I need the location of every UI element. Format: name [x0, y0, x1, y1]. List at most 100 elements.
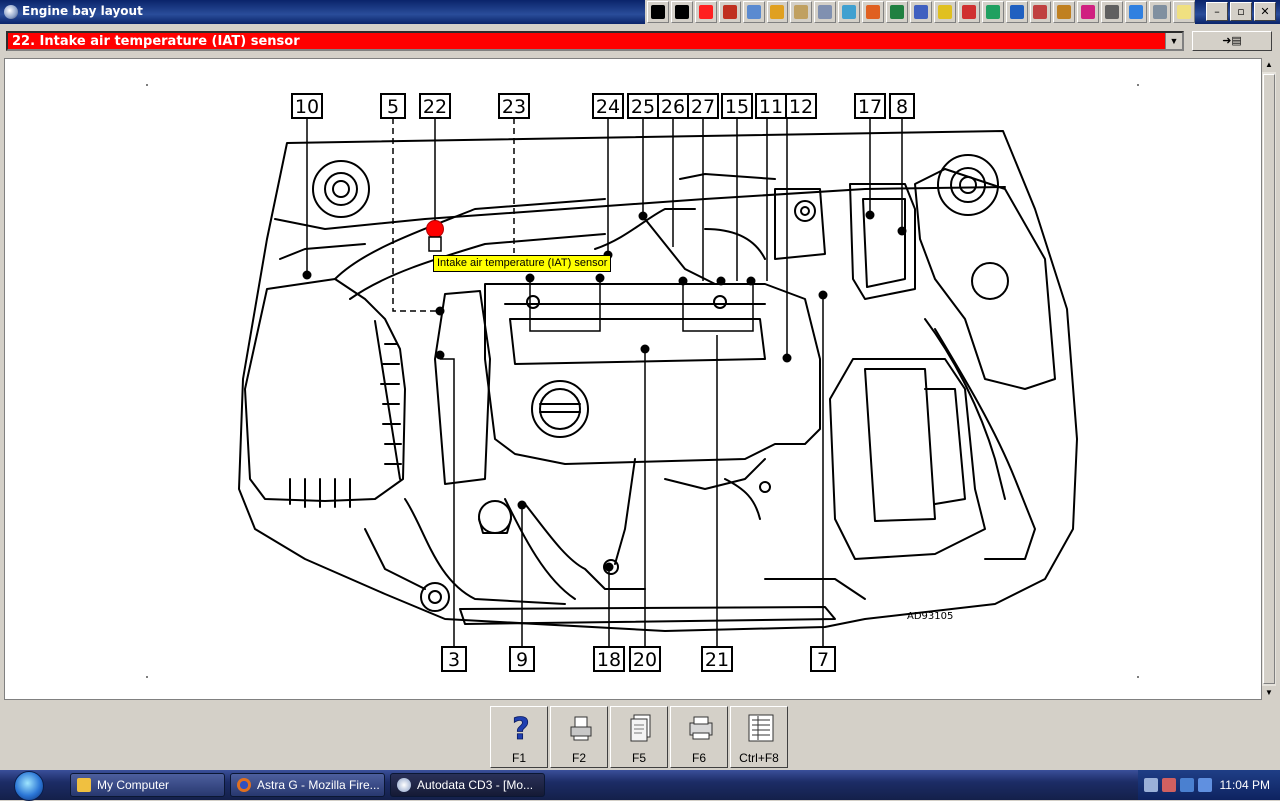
- notes-button[interactable]: [1172, 1, 1195, 23]
- update-icon[interactable]: [1198, 778, 1212, 792]
- wiring-button[interactable]: [862, 1, 885, 23]
- task-my-computer[interactable]: My Computer: [70, 773, 225, 797]
- callout-18: 18: [593, 646, 625, 672]
- timing-button[interactable]: [814, 1, 837, 23]
- timing-icon: [818, 5, 833, 19]
- task-label: Autodata CD3 - [Mo...: [417, 778, 534, 792]
- callout-24: 24: [592, 93, 624, 119]
- aircon-button[interactable]: [981, 1, 1004, 23]
- fuel-button[interactable]: [1005, 1, 1028, 23]
- scroll-down-icon[interactable]: ▼: [1262, 686, 1276, 700]
- vertical-scrollbar[interactable]: ▲ ▼: [1262, 58, 1276, 700]
- task-autodata[interactable]: Autodata CD3 - [Mo...: [390, 773, 545, 797]
- fuel-icon: [1009, 5, 1024, 19]
- copy-button[interactable]: F5: [610, 706, 668, 768]
- callout-11: 11: [755, 93, 787, 119]
- svg-text:9: 9: [516, 649, 528, 671]
- engine-bay-outline: [238, 130, 1078, 632]
- oil-filler-cap: [531, 380, 589, 438]
- callout-labels-bottom: 3 9 18 20 21 7: [441, 646, 836, 672]
- car-button[interactable]: [1149, 1, 1171, 23]
- left-strut-top: [312, 160, 370, 218]
- security-icon[interactable]: [1180, 778, 1194, 792]
- callout-12: 12: [785, 93, 817, 119]
- hover-tooltip: Intake air temperature (IAT) sensor: [433, 255, 612, 272]
- airbag-button[interactable]: [1077, 1, 1100, 23]
- fuse-button[interactable]: [1053, 1, 1076, 23]
- svg-text:3: 3: [448, 649, 460, 671]
- component-select-value: 22. Intake air temperature (IAT) sensor: [12, 34, 300, 49]
- key-icon: [1033, 5, 1048, 19]
- help-button[interactable]: ? F1: [490, 706, 548, 768]
- diagnostics-button[interactable]: [886, 1, 908, 23]
- printer-icon: [689, 716, 713, 740]
- gear-icon: [770, 5, 785, 19]
- repair-button[interactable]: [909, 1, 932, 23]
- scroll-up-icon[interactable]: ▲: [1262, 58, 1276, 72]
- car-icon: [1152, 5, 1167, 19]
- callout-23: 23: [498, 93, 530, 119]
- print-preview-button[interactable]: F2: [550, 706, 608, 768]
- printer-key-label: F6: [691, 751, 706, 765]
- wiring-icon: [866, 5, 881, 19]
- window-controls: – ▫ ✕: [1206, 2, 1276, 21]
- gear-button[interactable]: [766, 1, 789, 23]
- minimize-button[interactable]: –: [1206, 2, 1228, 21]
- list-button[interactable]: Ctrl+F8: [730, 706, 788, 768]
- tools-button[interactable]: [790, 1, 813, 23]
- flag-icon: [722, 5, 737, 19]
- airbag-icon: [1081, 5, 1096, 19]
- network-icon[interactable]: [1162, 778, 1176, 792]
- print-icon: [570, 716, 592, 741]
- right-strut-top: [937, 154, 999, 216]
- export-button[interactable]: ➜▤: [1192, 31, 1272, 51]
- callout-21: 21: [701, 646, 733, 672]
- warning-button[interactable]: [694, 1, 717, 23]
- svg-text:10: 10: [295, 96, 319, 118]
- scroll-thumb[interactable]: [1263, 74, 1275, 684]
- callout-7: 7: [810, 646, 836, 672]
- alert-button[interactable]: [1125, 1, 1148, 23]
- svg-text:24: 24: [596, 96, 620, 118]
- start-button[interactable]: [4, 770, 60, 801]
- brake-fluid-reservoir: [774, 188, 826, 260]
- callout-25: 25: [627, 93, 659, 119]
- svg-text:22: 22: [423, 96, 447, 118]
- key-button[interactable]: [1029, 1, 1052, 23]
- callout-15: 15: [721, 93, 753, 119]
- function-key-bar: ? F1 F2 F5 F6 Ctrl+F8: [490, 706, 788, 768]
- speaker-icon[interactable]: [1144, 778, 1158, 792]
- tyre-button[interactable]: [1101, 1, 1124, 23]
- diagram-panel: 10 5 22 23 24 25 26 27 15 11 12 17 8 3 9…: [4, 58, 1262, 700]
- printer-button[interactable]: F6: [670, 706, 728, 768]
- svg-text:5: 5: [387, 96, 399, 118]
- svg-text:26: 26: [661, 96, 685, 118]
- alert-icon: [1129, 5, 1144, 19]
- help-key-label: F1: [511, 751, 526, 765]
- engine-icon: [746, 5, 761, 19]
- folder-icon: [77, 778, 91, 792]
- svg-text:20: 20: [633, 649, 657, 671]
- chevron-down-icon[interactable]: ▼: [1165, 33, 1182, 49]
- toolbar: [645, 0, 1195, 24]
- warning-icon: [698, 5, 713, 19]
- iat-sensor-highlight: [426, 220, 444, 238]
- first-page-button[interactable]: [647, 1, 669, 23]
- brakes-icon: [961, 5, 976, 19]
- flag-button[interactable]: [718, 1, 741, 23]
- maximize-button[interactable]: ▫: [1230, 2, 1252, 21]
- diagnostics-icon: [890, 5, 905, 19]
- brakes-button[interactable]: [957, 1, 980, 23]
- close-button[interactable]: ✕: [1254, 2, 1276, 21]
- engine-data-button[interactable]: [742, 1, 765, 23]
- task-firefox[interactable]: Astra G - Mozilla Fire...: [230, 773, 385, 797]
- service-button[interactable]: [838, 1, 861, 23]
- callout-17: 17: [854, 93, 886, 119]
- previous-page-button[interactable]: [670, 1, 693, 23]
- callout-3: 3: [441, 646, 467, 672]
- belts-button[interactable]: [933, 1, 956, 23]
- notes-icon: [1176, 5, 1191, 19]
- export-icon: ➜▤: [1222, 35, 1242, 47]
- component-select[interactable]: 22. Intake air temperature (IAT) sensor …: [6, 31, 1184, 51]
- svg-text:7: 7: [817, 649, 829, 671]
